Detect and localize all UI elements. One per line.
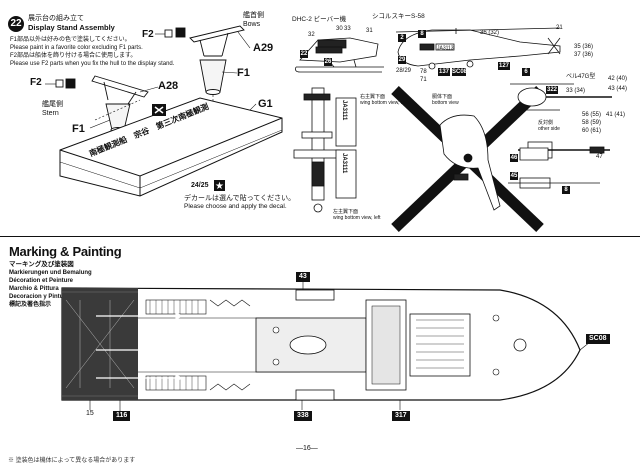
svg-text:JA3113: JA3113	[437, 46, 454, 52]
stern-label-en: Stern	[42, 110, 59, 117]
callout-78: 78	[420, 69, 427, 75]
callout-47: 47	[596, 154, 603, 160]
callout-8: 8	[418, 30, 426, 38]
callout-60: 60 (61)	[582, 128, 602, 134]
sikorsky-title: シコルスキーS-58	[372, 13, 425, 20]
callout-41: 41 (41)	[606, 112, 626, 118]
part-a28: A28	[158, 80, 179, 92]
callout-29: 29	[398, 56, 406, 64]
callout-43: 43 (44)	[608, 86, 628, 92]
ship-callout-heli: 116	[113, 411, 131, 421]
marking-lang-es: Decoracion y Pintura	[9, 294, 70, 300]
callout-127: 127	[498, 62, 510, 70]
beaver-title: DHC-2 ビーバー機	[292, 16, 347, 23]
decal-note-en: Please choose and apply the decal.	[184, 203, 287, 210]
wing-right-jp: 右主翼下面	[360, 94, 386, 100]
callout-35: 35 (36)	[574, 44, 594, 50]
marking-lang-de: Markierungen und Bemalung	[9, 270, 92, 276]
callout-58: 58 (59)	[582, 120, 602, 126]
callout-33: 33	[344, 26, 351, 32]
callout-21: 21	[556, 25, 563, 31]
callout-42: 42 (40)	[608, 76, 628, 82]
callout-31: 31	[366, 28, 373, 34]
callout-56: 56 (55)	[582, 112, 602, 118]
decal-note-jp: デカールは選んで貼ってください。	[184, 195, 296, 202]
part-a29: A29	[253, 42, 274, 54]
reg-beaver-lower: JA3111	[341, 153, 347, 174]
callout-322: 322	[546, 86, 558, 94]
bell-title: ベル47G型	[566, 74, 596, 80]
note-en-1: Please paint in a favorite color excludi…	[10, 45, 143, 51]
part-f2-left: F2	[30, 77, 42, 88]
note-jp-2: F2部品は船体を飾り付ける場合に使用します。	[10, 53, 137, 59]
step-title-jp: 展示台の組み立て	[28, 15, 84, 22]
step-badge: 22	[8, 16, 24, 32]
callout-36: 36 (32)	[480, 30, 500, 36]
section-divider	[0, 236, 640, 237]
decal-number: 24/25	[191, 182, 209, 189]
part-f1-bottom: F1	[72, 123, 85, 135]
bottom-view-en: bottom view	[432, 100, 459, 106]
other-side-en: other side	[538, 126, 560, 132]
callout-30: 30	[336, 26, 343, 32]
callout-71: 71	[420, 77, 427, 83]
callout-32: 32	[308, 32, 315, 38]
callout-sc08: SC08	[452, 68, 468, 76]
note-jp-1: F1部品以外は好みの色で塗装してください。	[10, 37, 131, 43]
callout-137: 137	[438, 68, 450, 76]
callout-28-29: 28/29	[396, 68, 412, 74]
callout-33-34: 33 (34)	[566, 88, 586, 94]
wing-left-jp: 左主翼下面	[333, 209, 359, 215]
callout-22: 22	[300, 50, 308, 58]
part-f1-top: F1	[237, 67, 250, 79]
bows-label-jp: 艦首側	[243, 12, 264, 19]
ship-callout-midship: 338	[294, 411, 312, 421]
wing-left-en: wing bottom view, left	[333, 215, 381, 221]
part-g1: G1	[258, 98, 273, 110]
step-title-en: Display Stand Assembly	[28, 23, 115, 32]
stern-label-jp: 艦尾側	[42, 101, 63, 108]
part-f2-top: F2	[142, 29, 154, 40]
note-en-2: Please use F2 parts when you fix the hul…	[10, 61, 175, 67]
wing-right-en: wing bottom view, right	[360, 100, 411, 106]
marking-lang-zh: 標記及著色指示	[9, 302, 52, 308]
callout-45: 45	[510, 172, 518, 180]
svg-text:★: ★	[215, 181, 224, 192]
reg-beaver-upper: JA3111	[341, 100, 347, 121]
bottom-view-jp: 胴体下面	[432, 94, 453, 100]
marking-lang-it: Marchio & Pittura	[9, 286, 59, 292]
marking-subtitle-jp: マーキング及び塗装図	[9, 261, 74, 268]
callout-26: 26	[324, 58, 332, 66]
ship-callout-bow: SC08	[586, 334, 610, 344]
callout-2: 2	[398, 34, 406, 42]
callout-37: 37 (36)	[574, 52, 594, 58]
ship-callout-mast: 43	[296, 272, 310, 282]
page-number: —16—	[296, 445, 318, 452]
marking-title: Marking & Painting	[9, 244, 122, 259]
bows-label-en: Bows	[243, 21, 261, 28]
stand-base	[59, 97, 283, 197]
other-side-jp: 反対側	[538, 120, 554, 126]
display-stand-drawing: ★	[45, 25, 283, 197]
marking-lang-fr: Décoration et Peinture	[9, 278, 74, 284]
ship-callout-deck: 15	[86, 410, 94, 417]
ship-callout-stern: 317	[392, 411, 410, 421]
callout-8-bell: 8	[562, 186, 570, 194]
callout-46: 46	[510, 154, 518, 162]
callout-6: 6	[522, 68, 530, 76]
page-footer: ※ 塗装色は機体によって異なる場合があります	[8, 458, 136, 464]
